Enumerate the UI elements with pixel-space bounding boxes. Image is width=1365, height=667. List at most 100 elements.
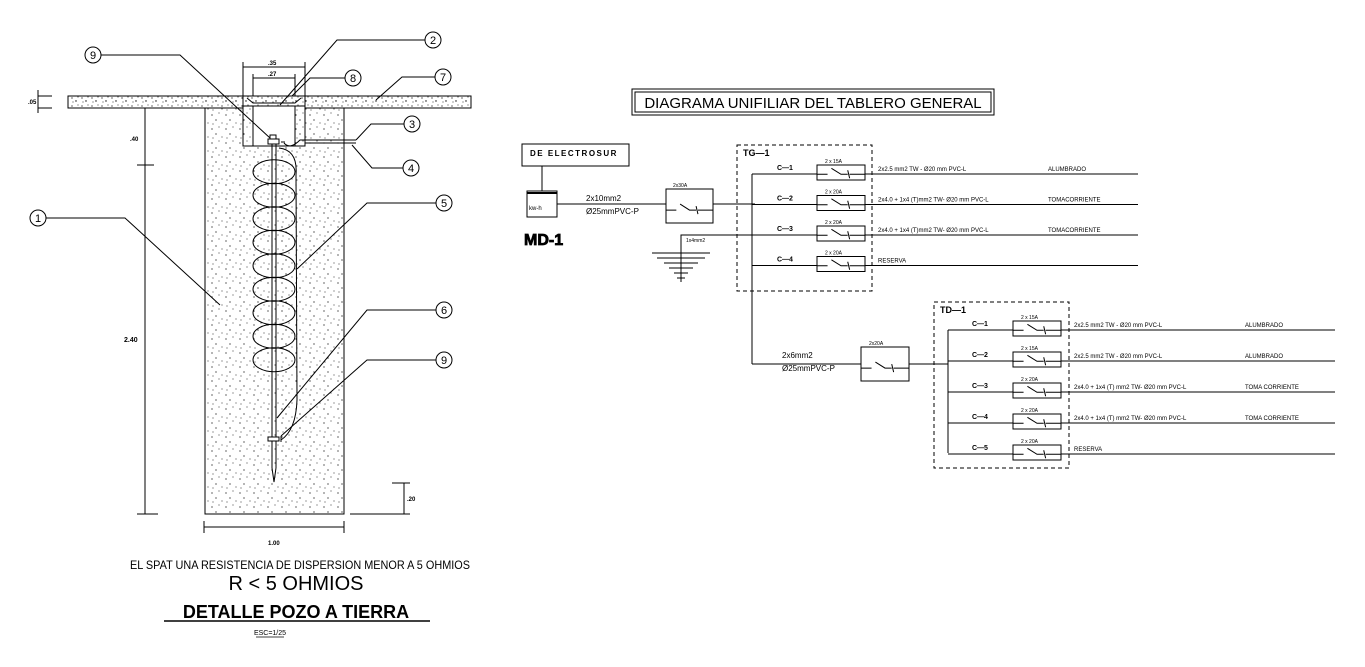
energy-meter (526, 190, 558, 218)
svg-text:1: 1 (35, 213, 41, 225)
callout-7: 7 (434, 68, 452, 86)
circuit-use: TOMACORRIENTE (1048, 228, 1101, 234)
spiral-loop (252, 347, 296, 373)
td1-circuits: C—1 2 x 15A 2x2.5 mm2 TW - Ø20 mm PVC-L ALU… (948, 315, 1335, 461)
circuit-id: C—3 (777, 226, 793, 233)
circuit-id: C—4 (777, 257, 793, 264)
meter-name: MD-1 (524, 232, 563, 249)
breaker-rating: 2 x 20A (1021, 439, 1039, 445)
breaker-rating: 2 x 15A (825, 159, 843, 165)
dim-box-depth: .40 (130, 137, 139, 143)
breaker-icon (1012, 382, 1062, 399)
breaker-icon (860, 346, 910, 382)
callout-markers: 1 2 3 4 5 6 7 8 9 9 (29, 31, 453, 369)
breaker-icon (816, 225, 866, 242)
td1-circuit-row: C—4 2 x 20A 2x4.0 + 1x4 (T) mm2 TW- Ø20 mm… (948, 408, 1335, 430)
subfeeder-cable: 2x6mm2 (782, 351, 813, 360)
cable-spec: RESERVA (878, 259, 906, 265)
circuit-use: ALUMBRADO (1048, 167, 1086, 173)
cable-spec: 2x4.0 + 1x4 (T)mm2 TW- Ø20 mm PVC-L (878, 228, 989, 234)
svg-text:5: 5 (441, 198, 447, 210)
subfeeder-breaker (860, 346, 910, 382)
circuit-id: C—3 (972, 383, 988, 390)
tg1-circuit-row: C—3 2 x 20A 2x4.0 + 1x4 (T)mm2 TW- Ø20 mm … (752, 220, 1138, 242)
breaker-rating: 2 x 20A (825, 190, 843, 196)
breaker-icon (1012, 351, 1062, 368)
breaker-rating: 2 x 20A (825, 251, 843, 257)
resistance-formula: R < 5 OHMIOS (228, 573, 363, 595)
callout-3: 3 (403, 115, 421, 133)
ground-symbol-icon (652, 252, 710, 279)
callout-6: 6 (435, 301, 453, 319)
breaker-icon (816, 195, 866, 211)
meter-label: kw-h (529, 206, 542, 212)
cable-spec: 2x4.0 + 1x4 (T) mm2 TW- Ø20 mm PVC-L (1074, 385, 1187, 391)
callout-9: 9 (435, 351, 453, 369)
breaker-rating: 2 x 20A (825, 220, 843, 226)
svg-text:3: 3 (409, 119, 415, 131)
circuit-id: C—4 (972, 414, 988, 421)
cable-spec: 2x4.0 + 1x4 (T)mm2 TW- Ø20 mm PVC-L (878, 198, 989, 204)
single-line-diagram: DIAGRAMA UNIFILIAR DEL TABLERO GENERAL D… (521, 88, 1335, 469)
breaker-rating: 2 x 20A (1021, 408, 1039, 414)
breaker-icon (1012, 320, 1062, 337)
circuit-id: C—1 (972, 321, 988, 328)
breaker-rating: 2 x 15A (1021, 346, 1039, 352)
ground-well-detail: .05 .35 .27 .40 2.40 .20 1.00 1234567899… (28, 31, 472, 638)
connector-tube (283, 139, 356, 147)
callout-2: 2 (424, 31, 442, 49)
supply-label: DE ELECTROSUR (530, 149, 618, 158)
td1-panel (933, 301, 1070, 469)
breaker-icon (1012, 444, 1062, 461)
dim-pit-width: 1.00 (268, 541, 280, 547)
tg1-circuit-row: C—4 2 x 20A RESERVA (752, 251, 1138, 272)
circuit-use: TOMACORRIENTE (1048, 198, 1101, 204)
svg-text:9: 9 (90, 50, 96, 62)
ground-cable: 1x4mm2 (686, 238, 705, 244)
cable-spec: 2x2.5 mm2 TW - Ø20 mm PVC-L (1074, 323, 1163, 329)
callout-5: 5 (435, 194, 453, 212)
pit-fill (204, 107, 345, 515)
dim-bottom-fill: .20 (407, 497, 416, 503)
feeder-conduit: Ø25mmPVC-P (586, 207, 639, 216)
td1-circuit-row: C—3 2 x 20A 2x4.0 + 1x4 (T) mm2 TW- Ø20 mm… (948, 377, 1335, 399)
spat-note: EL SPAT UNA RESISTENCIA DE DISPERSION ME… (130, 558, 470, 572)
svg-text:2: 2 (430, 35, 436, 47)
td1-circuit-row: C—1 2 x 15A 2x2.5 mm2 TW - Ø20 mm PVC-L ALU… (948, 315, 1335, 337)
dimension-lines (37, 62, 410, 533)
breaker-icon (816, 164, 866, 181)
circuit-id: C—2 (777, 196, 793, 203)
callout-8: 8 (344, 69, 362, 87)
dim-box-inner: .27 (268, 72, 277, 78)
dim-slab: .05 (28, 100, 37, 106)
circuit-id: C—5 (972, 445, 988, 452)
subfeeder-breaker-label: 2x20A (869, 341, 884, 347)
main-breaker-label: 2x30A (673, 183, 688, 189)
breaker-rating: 2 x 20A (1021, 377, 1039, 383)
svg-text:7: 7 (440, 72, 446, 84)
detail-title: DETALLE POZO A TIERRA (183, 602, 409, 622)
feeder-cable: 2x10mm2 (586, 194, 622, 203)
callout-4: 4 (402, 159, 420, 177)
callout-9: 9 (84, 46, 102, 64)
cable-spec: RESERVA (1074, 447, 1102, 453)
breaker-rating: 2 x 15A (1021, 315, 1039, 321)
cable-spec: 2x4.0 + 1x4 (T) mm2 TW- Ø20 mm PVC-L (1074, 416, 1187, 422)
svg-text:4: 4 (408, 163, 414, 175)
circuit-use: ALUMBRADO (1245, 323, 1283, 329)
scale-label: ESC=1/25 (254, 630, 286, 637)
tg1-name: TG—1 (743, 148, 770, 158)
circuit-id: C—2 (972, 352, 988, 359)
electrosur-box (521, 143, 630, 167)
title-frame (631, 88, 995, 116)
circuit-use: ALUMBRADO (1245, 354, 1283, 360)
leader-lines (46, 39, 439, 437)
callout-1: 1 (29, 209, 47, 227)
svg-text:8: 8 (350, 73, 356, 85)
circuit-use: TOMA CORRIENTE (1245, 416, 1299, 422)
conductor-spiral (252, 147, 298, 441)
breaker-icon (1012, 413, 1062, 430)
